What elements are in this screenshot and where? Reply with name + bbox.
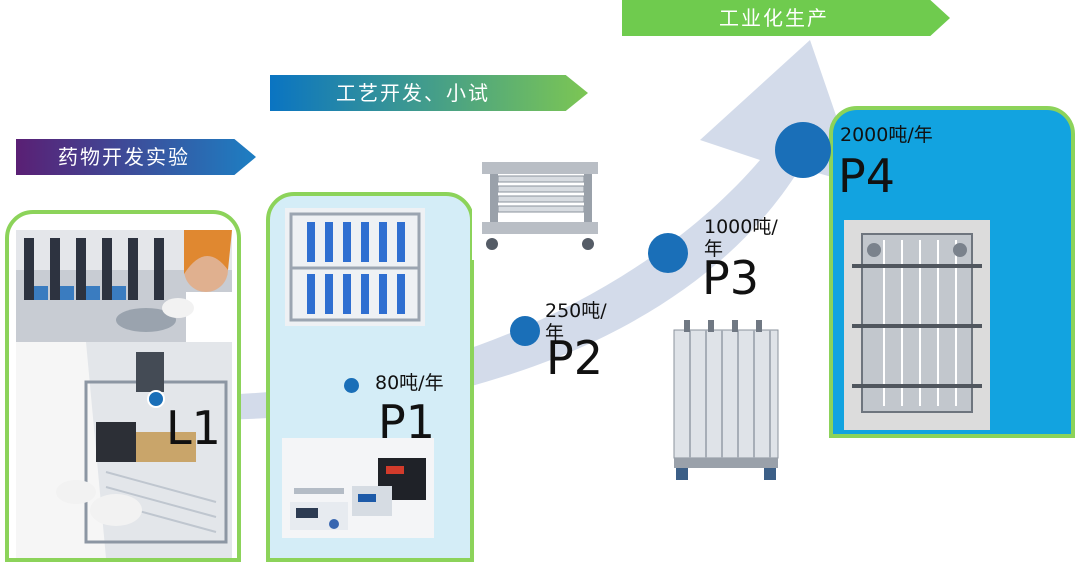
stage-dot-p2 [510, 316, 540, 346]
banner-process-development: 工艺开发、小试 [270, 75, 588, 111]
p2-filter-press-photo [472, 158, 608, 260]
stage-dot-l1 [147, 390, 165, 408]
stage-capacity-p3-line1: 1000吨/ [704, 216, 778, 238]
banner-label: 药物开发实验 [58, 145, 190, 169]
p3-plate-reactor-photo [660, 316, 792, 484]
stage-code-l1: L1 [166, 401, 221, 455]
p1-syringe-pump-photo [282, 438, 434, 538]
stage-capacity-p2-line2: 年 [545, 322, 565, 344]
lab-syringe-pumps-photo [16, 230, 232, 342]
stage-code-p4: P4 [838, 149, 896, 203]
lab-chemist-photo [16, 342, 232, 558]
stage-code-p1: P1 [378, 395, 436, 449]
stage-capacity-p2-line1: 250吨/ [545, 300, 607, 322]
stage-dot-p3 [648, 233, 688, 273]
p4-heat-exchanger-photo [844, 220, 990, 430]
banner-drug-development: 药物开发实验 [16, 139, 256, 175]
p1-reactor-rack-photo [285, 208, 425, 326]
stage-dot-p4 [775, 122, 831, 178]
banner-industrial-production: 工业化生产 [622, 0, 950, 36]
stage-capacity-p1: 80吨/年 [375, 372, 444, 394]
banner-label: 工业化生产 [719, 6, 829, 30]
stage-dot-p1 [344, 378, 359, 393]
banner-label: 工艺开发、小试 [336, 81, 490, 105]
stage-capacity-p3-line2: 年 [704, 238, 724, 260]
stage-code-p2: P2 [546, 331, 604, 385]
stage-code-p3: P3 [702, 251, 760, 305]
stage-capacity-p4: 2000吨/年 [840, 124, 933, 146]
